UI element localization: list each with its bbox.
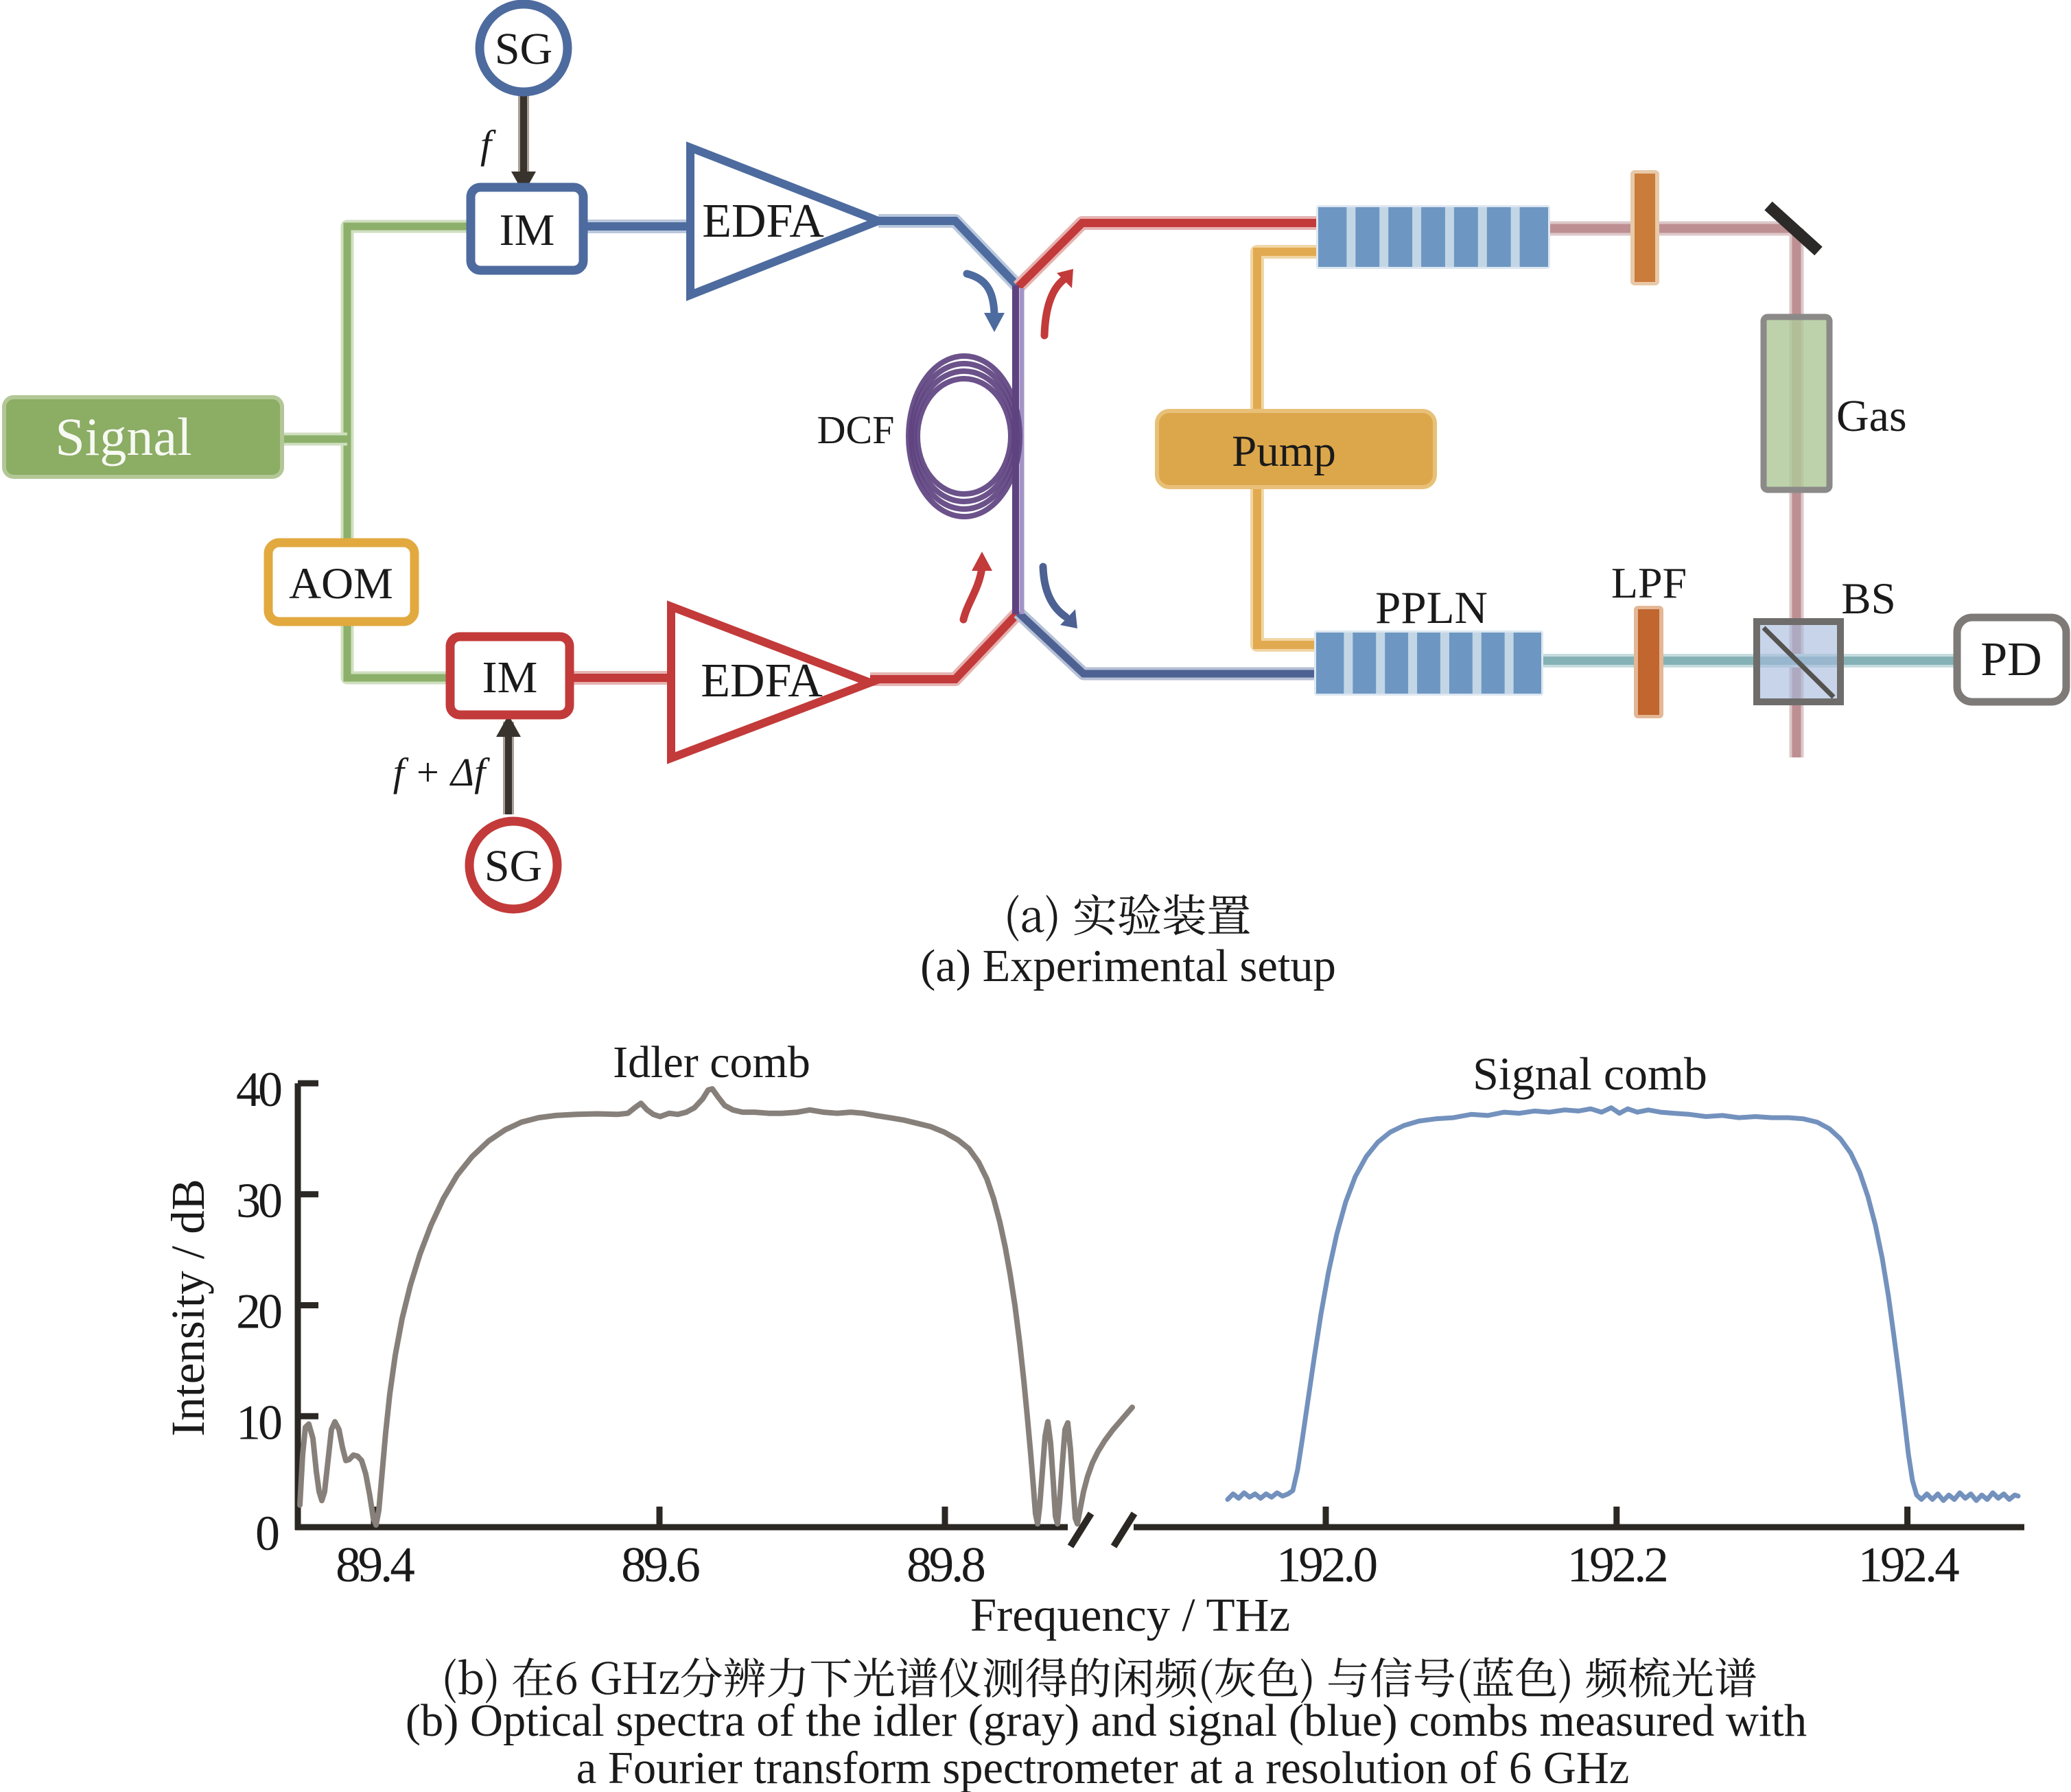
svg-text:DCF: DCF [817, 408, 895, 452]
svg-text:Frequency / THz: Frequency / THz [970, 1589, 1290, 1641]
svg-text:IM: IM [500, 205, 555, 255]
svg-text:192.4: 192.4 [1858, 1537, 1959, 1592]
svg-text:192.2: 192.2 [1567, 1537, 1667, 1592]
svg-text:SG: SG [484, 841, 542, 891]
svg-text:192.0: 192.0 [1276, 1537, 1377, 1592]
svg-text:Pump: Pump [1232, 427, 1336, 476]
svg-text:Signal: Signal [55, 407, 191, 467]
svg-text:LPF: LPF [1611, 558, 1687, 607]
svg-text:Idler comb: Idler comb [613, 1037, 810, 1087]
svg-text:a Fourier transform spectromet: a Fourier transform spectrometer at a re… [576, 1743, 1630, 1792]
svg-text:AOM: AOM [289, 559, 393, 609]
svg-text:EDFA: EDFA [702, 195, 824, 248]
svg-text:EDFA: EDFA [701, 655, 823, 707]
svg-text:30: 30 [236, 1173, 281, 1228]
svg-text:89.4: 89.4 [336, 1537, 414, 1592]
svg-text:89.6: 89.6 [621, 1537, 699, 1592]
svg-text:f + Δf: f + Δf [393, 750, 490, 794]
svg-text:Gas: Gas [1836, 391, 1907, 441]
svg-text:20: 20 [236, 1284, 281, 1339]
svg-text:(a) Experimental setup: (a) Experimental setup [920, 941, 1336, 991]
svg-text:40: 40 [236, 1062, 281, 1117]
svg-text:10: 10 [236, 1395, 281, 1450]
svg-text:0: 0 [255, 1506, 280, 1561]
svg-text:89.8: 89.8 [906, 1537, 984, 1592]
svg-text:PD: PD [1980, 633, 2041, 686]
svg-text:Intensity / dB: Intensity / dB [162, 1179, 214, 1437]
svg-text:BS: BS [1841, 574, 1896, 624]
svg-text:Signal comb: Signal comb [1473, 1048, 1707, 1100]
svg-text:IM: IM [482, 652, 538, 703]
svg-text:SG: SG [495, 24, 552, 74]
svg-text:PPLN: PPLN [1375, 582, 1488, 633]
svg-text:(b) Optical spectra of the idl: (b) Optical spectra of the idler (gray) … [406, 1696, 1807, 1746]
